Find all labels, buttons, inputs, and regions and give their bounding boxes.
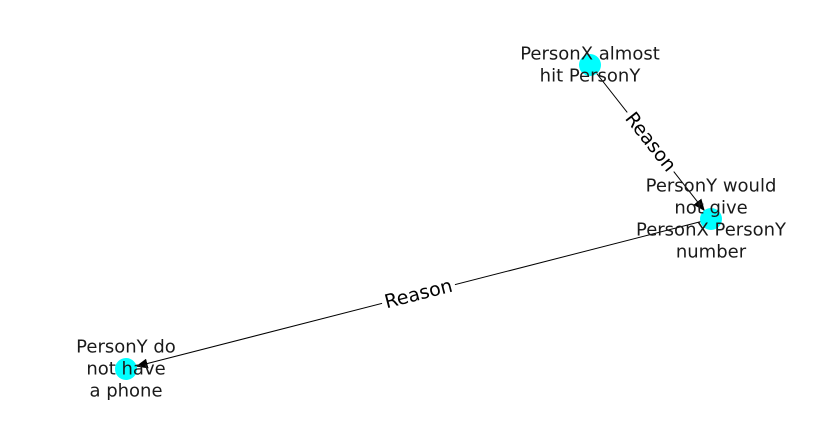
edge-label-background — [618, 105, 683, 179]
edge-label: Reason — [620, 108, 680, 176]
node-n1 — [579, 54, 601, 76]
edge-label-group: Reason — [618, 105, 683, 179]
edge-label-group: Reason — [379, 273, 458, 315]
node-label-line: a phone — [89, 381, 162, 402]
node-label-line: hit PersonY — [540, 66, 642, 87]
node-label-line: PersonX PersonY — [636, 220, 787, 241]
nodes-layer — [115, 54, 722, 380]
edge-label: Reason — [382, 275, 455, 314]
node-n2 — [700, 208, 722, 230]
node-label-line: PersonY would — [646, 176, 777, 197]
node-label-line: not give — [674, 198, 747, 219]
node-n3 — [115, 358, 137, 380]
node-label-line: number — [676, 242, 747, 263]
edges-layer — [135, 64, 712, 369]
node-label-line: not have — [86, 359, 165, 380]
node-label-line: PersonX almost — [520, 44, 660, 65]
edge-label-background — [379, 273, 458, 315]
node-label-line: PersonY do — [76, 337, 176, 358]
